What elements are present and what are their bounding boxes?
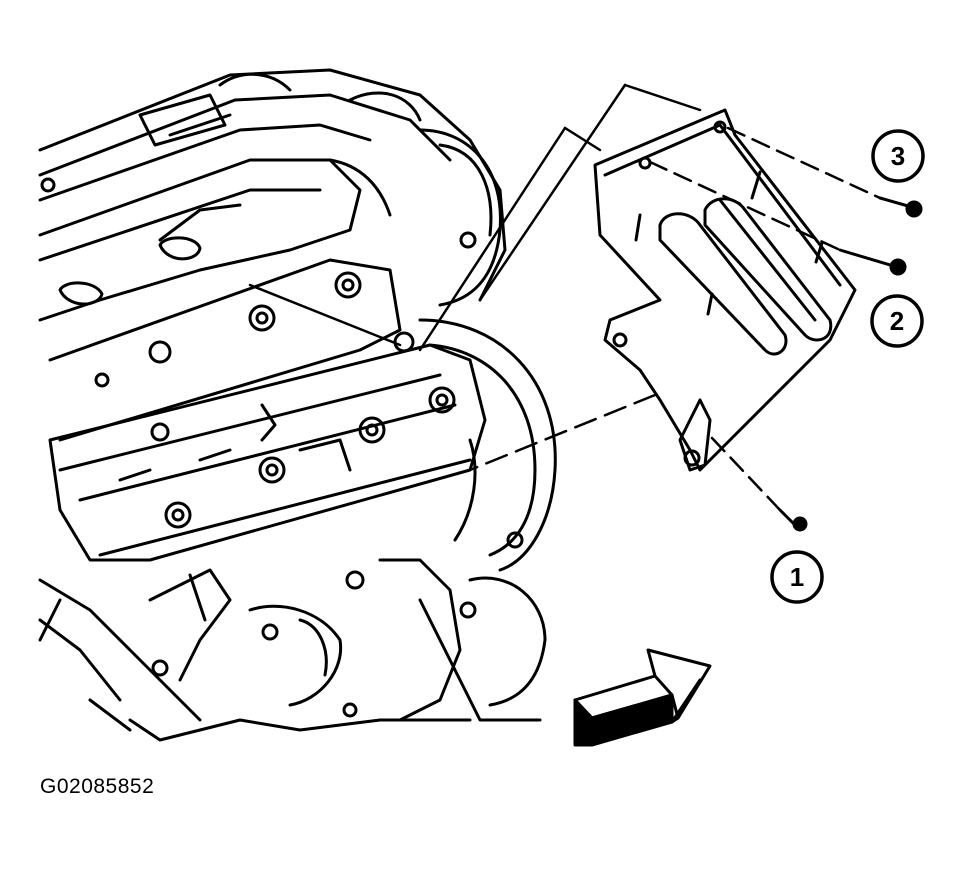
bolt-3 [726,126,923,218]
callout-2 [870,294,924,348]
bolt-1 [710,436,808,532]
callout-1-number: 1 [790,562,804,592]
bolt-2 [648,160,907,276]
alignment-lines [248,83,702,472]
callout-1 [770,550,824,604]
figure-identifier: G02085852 [40,775,155,798]
callout-2-number: 2 [890,306,904,336]
engine-assembly [38,68,557,742]
callout-3-number: 3 [891,141,905,171]
front-of-vehicle-arrow-icon [573,648,712,747]
callout-3 [871,129,925,183]
mounting-bracket [593,108,857,472]
